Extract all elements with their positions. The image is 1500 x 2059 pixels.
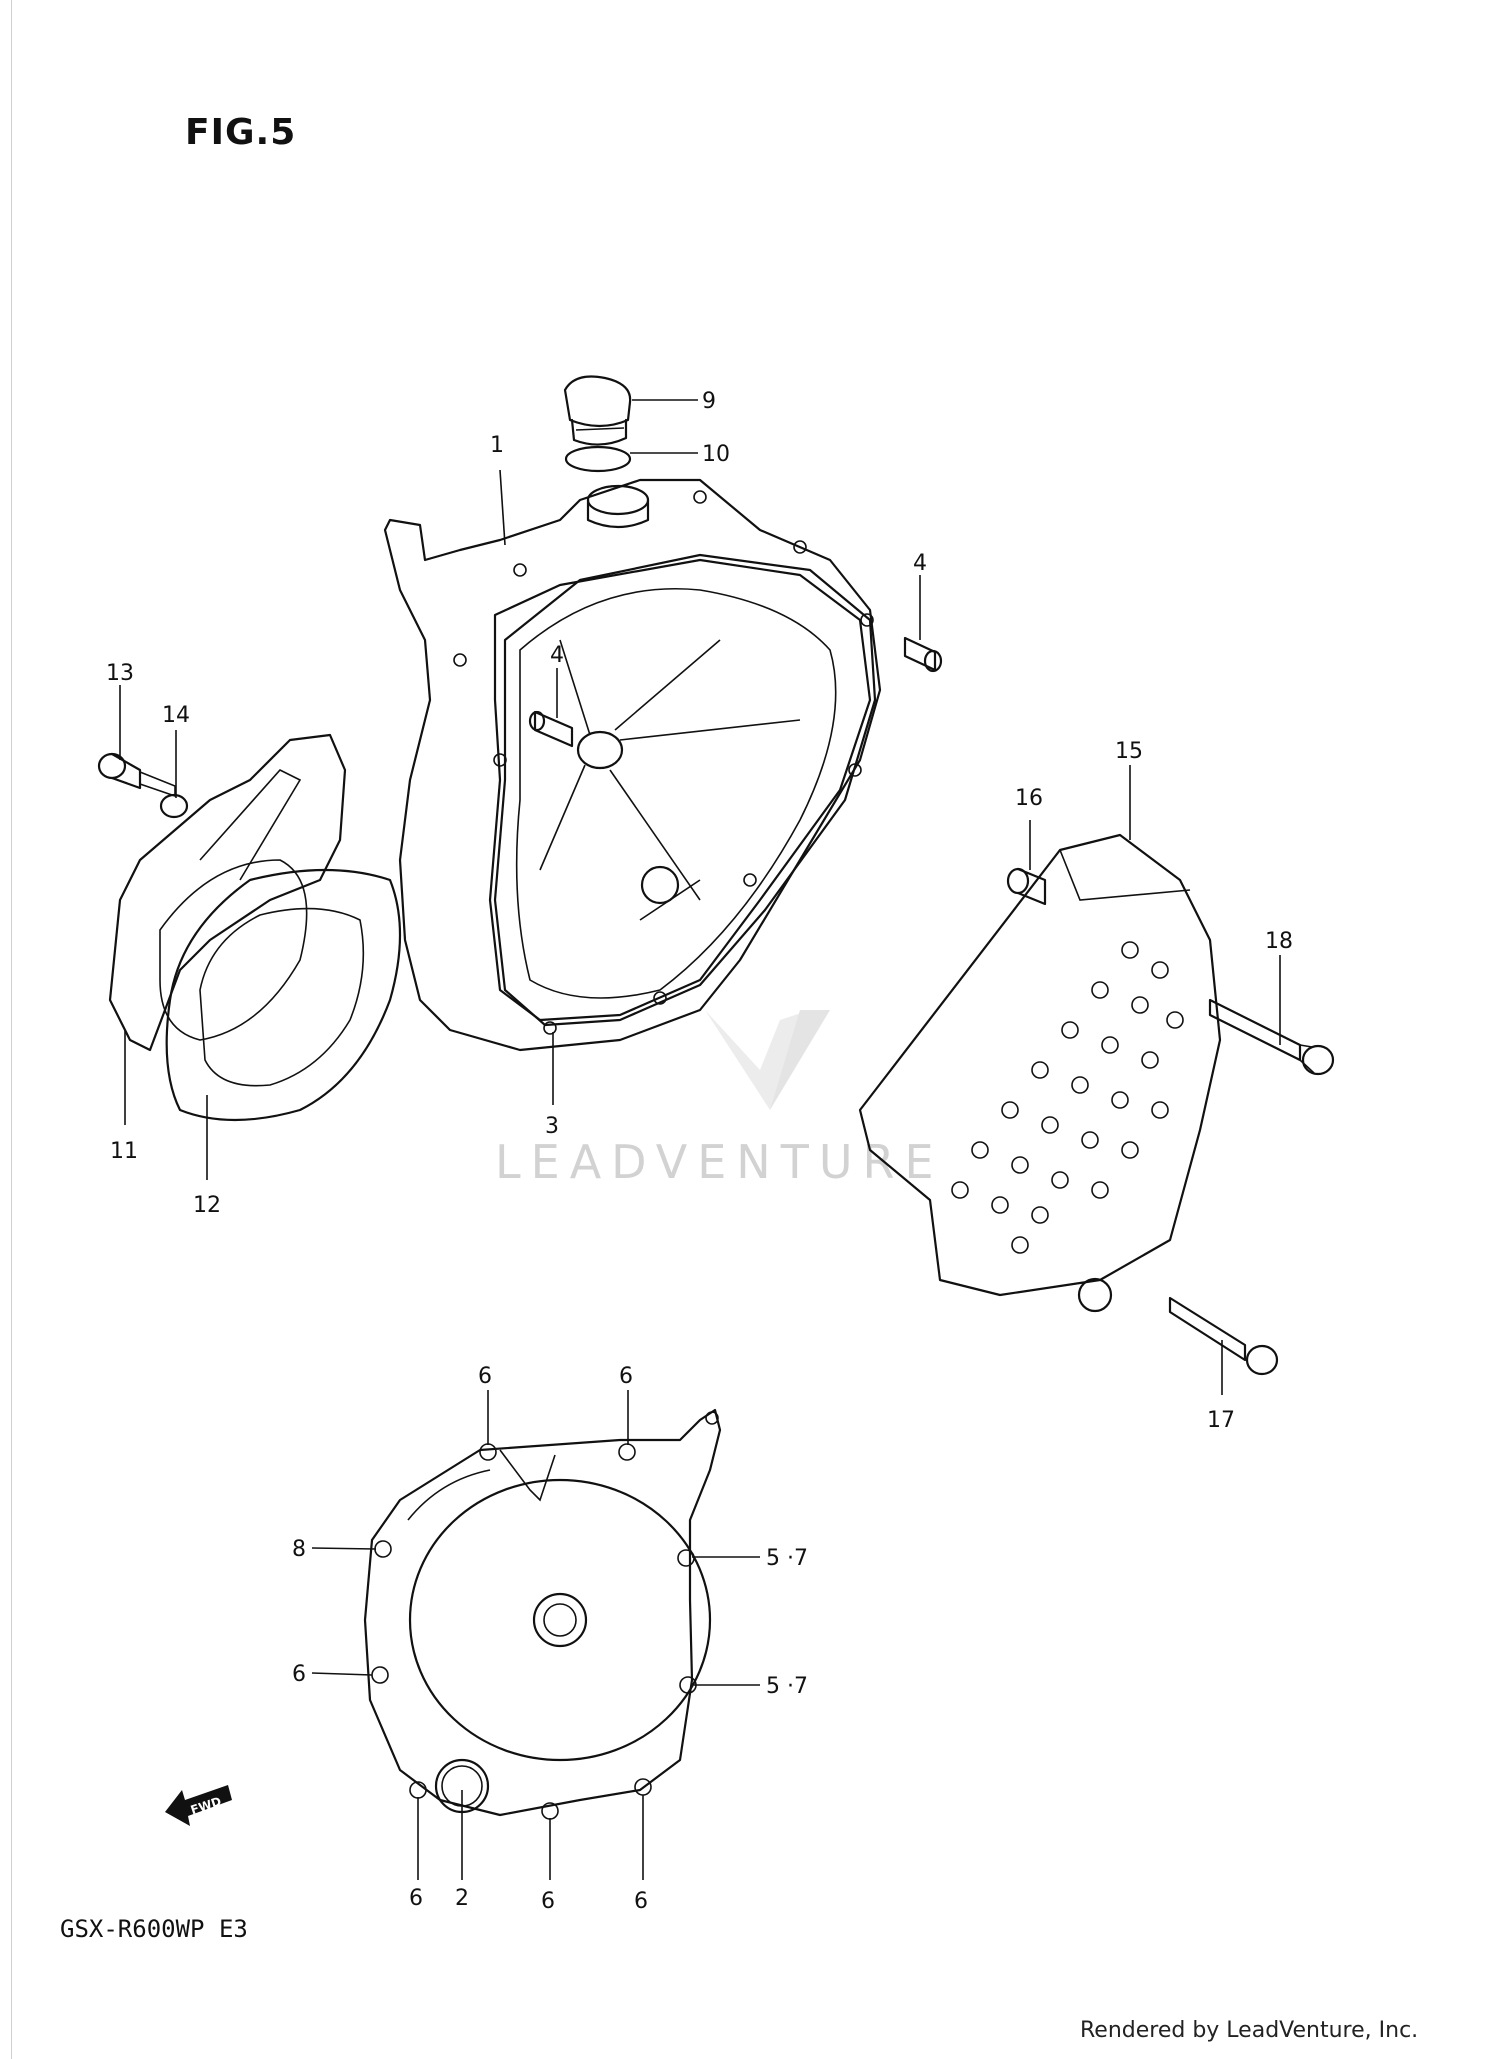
washer: [159, 793, 189, 819]
callout-14: 14: [162, 703, 190, 728]
callout-6-bottom-2: 6: [541, 1889, 555, 1914]
guard-spacer: [1006, 867, 1047, 906]
callout-6-top-right: 6: [619, 1364, 633, 1389]
oil-cap-o-ring: [564, 445, 632, 473]
figure-title: FIG.5: [185, 112, 297, 153]
callout-13: 13: [106, 661, 134, 686]
callout-15: 15: [1115, 739, 1143, 764]
dowel-pin: [903, 636, 943, 673]
generator-cover: [363, 1408, 722, 1820]
callout-6-top-left: 6: [478, 1364, 492, 1389]
clutch-cover-gasket: [493, 553, 877, 1027]
callout-11: 11: [110, 1139, 138, 1164]
callout-8: 8: [292, 1537, 306, 1562]
callout-9: 9: [702, 389, 716, 414]
leadventure-watermark: LEADVENTURE: [495, 1010, 944, 1189]
render-credit: Rendered by LeadVenture, Inc.: [1080, 2018, 1419, 2043]
guard-bolt-lower: [1168, 1296, 1279, 1376]
pulser-cover-gasket: [165, 868, 402, 1122]
callout-12: 12: [193, 1193, 221, 1218]
dowel-pin-inner: [528, 710, 574, 748]
callout-10: 10: [702, 442, 730, 467]
pulser-cover-gasket-inner: [199, 907, 365, 1087]
callout-6-bottom-3: 6: [634, 1889, 648, 1914]
callout-6-left: 6: [292, 1662, 306, 1687]
callout-18: 18: [1265, 929, 1293, 954]
pulser-cover: [108, 733, 347, 1052]
oil-filler-cap: [563, 375, 632, 446]
model-code: GSX-R600WP E3: [60, 1915, 248, 1943]
callout-16: 16: [1015, 786, 1043, 811]
engine-guard-plate: [858, 833, 1222, 1313]
callout-2: 2: [455, 1886, 469, 1911]
callout-5-7-upper: 5 ·7: [766, 1546, 808, 1571]
fwd-arrow-icon: FWD: [165, 1785, 232, 1826]
callout-3: 3: [545, 1114, 559, 1139]
pulser-cover-bolt: [97, 752, 176, 798]
leader-lines: [119, 399, 1281, 1880]
callout-labels: 9 10 1 4 4 3 13 14 11 12 15 16 18 17 6 6…: [106, 389, 1293, 1914]
callout-5-7-lower: 5 ·7: [766, 1674, 808, 1699]
guard-perforations: [951, 941, 1184, 1254]
callout-4: 4: [913, 551, 927, 576]
callout-6-bottom-1: 6: [409, 1886, 423, 1911]
callout-17: 17: [1207, 1408, 1235, 1433]
clutch-cover: [383, 478, 882, 1052]
callout-4-inner: 4: [550, 643, 564, 668]
callout-1: 1: [490, 433, 504, 458]
watermark-text: LEADVENTURE: [495, 1135, 944, 1189]
page-edge-line: [11, 0, 12, 2059]
guard-bolt-upper: [1208, 998, 1335, 1076]
